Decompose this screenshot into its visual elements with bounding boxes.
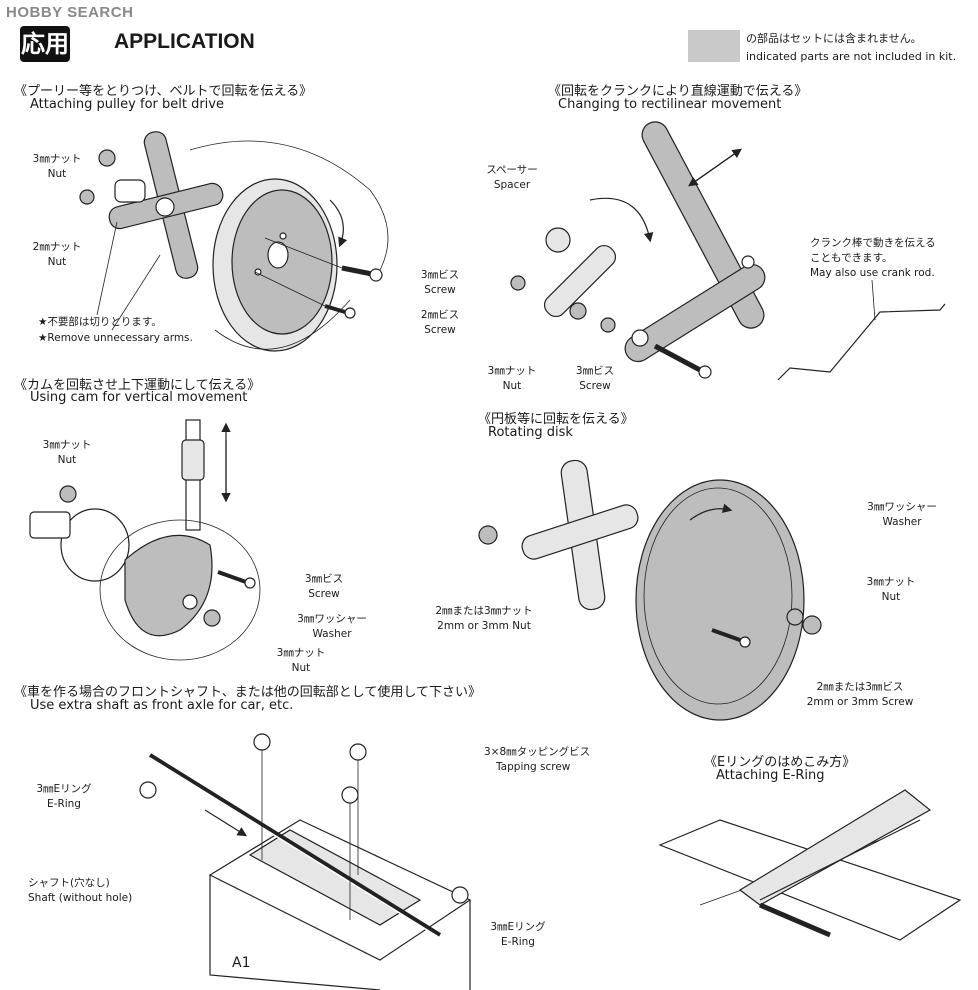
pulley-nut3-jp: 3㎜ナット [32, 153, 82, 165]
shaft-title-jp: 《車を作る場合のフロントシャフト、または他の回転部として使用して下さい》 [14, 685, 481, 700]
pulley-note-jp: ★不要部は切りとります。 [38, 316, 162, 328]
disk-screw23-en: 2mm or 3mm Screw [806, 696, 914, 708]
disk-washer-en: Washer [882, 516, 922, 528]
pulley-nut3-en: Nut [47, 168, 67, 180]
disk-screw23-label: 2㎜または3㎜ビス 2mm or 3mm Screw [790, 680, 930, 710]
pulley-screw3-jp: 3㎜ビス [420, 269, 460, 281]
crank-illustration [510, 121, 946, 381]
crank-title-jp: 《回転をクランクにより直線運動で伝える》 [548, 84, 808, 99]
pulley-screw2-en: Screw [424, 324, 456, 336]
disk-illustration [478, 459, 822, 721]
crank-rod-label: クランク棒で動きを伝える こともできます。 May also use crank… [810, 236, 936, 281]
disk-washer-label: 3㎜ワッシャー Washer [860, 500, 944, 530]
cam-illustration [29, 419, 261, 661]
application-badge: 応用 [20, 26, 70, 62]
ering-title-jp: 《Eリングのはめこみ方》 [704, 755, 856, 770]
shaft-tap-jp: 3×8㎜タッピングビス [484, 746, 591, 758]
crank-rod-jp2: こともできます。 [810, 252, 893, 264]
shaft-ering-right-en: E-Ring [501, 936, 535, 948]
shaft-ering-left-jp: 3㎜Eリング [36, 783, 92, 795]
pulley-screw3-label: 3㎜ビス Screw [410, 268, 470, 298]
part-a1-label: A1 [232, 955, 251, 971]
crank-spacer-label: スペーサー Spacer [482, 163, 542, 193]
cam-title-jp: 《カムを回転させ上下運動にして伝える》 [14, 378, 261, 393]
pulley-screw2-label: 2㎜ビス Screw [410, 308, 470, 338]
disk-nut23-jp: 2㎜または3㎜ナット [435, 605, 533, 617]
crank-spacer-en: Spacer [493, 179, 531, 191]
cam-nut-bottom-label: 3㎜ナット Nut [266, 646, 336, 676]
shaft-ering-right-label: 3㎜Eリング E-Ring [478, 920, 558, 950]
shaft-ering-left-en: E-Ring [47, 798, 81, 810]
crank-screw-label: 3㎜ビス Screw [560, 364, 630, 394]
disk-washer-jp: 3㎜ワッシャー [867, 501, 937, 513]
pulley-title-en: Attaching pulley for belt drive [30, 97, 224, 112]
cam-screw-en: Screw [308, 588, 340, 600]
disk-nut-label: 3㎜ナット Nut [856, 575, 926, 605]
cam-washer-jp: 3㎜ワッシャー [297, 613, 367, 625]
crank-rod-jp1: クランク棒で動きを伝える [810, 237, 936, 249]
cam-nut-bottom-en: Nut [291, 662, 311, 674]
disk-nut-en: Nut [881, 591, 901, 603]
shaft-title-en: Use extra shaft as front axle for car, e… [30, 698, 294, 713]
pulley-note-en: ★Remove unnecessary arms. [38, 332, 193, 344]
cam-washer-label: 3㎜ワッシャー Washer [290, 612, 374, 642]
crank-title-en: Changing to rectilinear movement [558, 97, 782, 112]
page-title: APPLICATION [114, 30, 255, 53]
disk-nut23-label: 2㎜または3㎜ナット 2mm or 3mm Nut [424, 604, 544, 634]
cam-nut-top-jp: 3㎜ナット [42, 439, 92, 451]
crank-spacer-jp: スペーサー [486, 164, 538, 176]
pulley-screw2-jp: 2㎜ビス [420, 309, 460, 321]
pulley-nut2-label: 2㎜ナット Nut [22, 240, 92, 270]
disk-title-jp: 《円板等に回転を伝える》 [478, 412, 634, 427]
pulley-nut2-en: Nut [47, 256, 67, 268]
cam-nut-top-label: 3㎜ナット Nut [32, 438, 102, 468]
cam-nut-top-en: Nut [57, 454, 77, 466]
pulley-nut2-jp: 2㎜ナット [32, 241, 82, 253]
ering-title-en: Attaching E-Ring [716, 768, 825, 783]
watermark: HOBBY SEARCH [6, 4, 134, 21]
pulley-nut3-label: 3㎜ナット Nut [22, 152, 92, 182]
legend-text-jp: の部品はセットには含まれません。 [746, 32, 922, 45]
disk-screw23-jp: 2㎜または3㎜ビス [816, 681, 904, 693]
shaft-ering-left-label: 3㎜Eリング E-Ring [24, 782, 104, 812]
cam-title-en: Using cam for vertical movement [30, 390, 248, 405]
legend-text-en: indicated parts are not included in kit. [746, 50, 957, 63]
crank-nut-jp: 3㎜ナット [487, 365, 537, 377]
crank-nut-en: Nut [502, 380, 522, 392]
shaft-en: Shaft (without hole) [28, 892, 133, 904]
ering-illustration [658, 789, 962, 941]
crank-screw-en: Screw [579, 380, 611, 392]
disk-title-en: Rotating disk [488, 425, 573, 440]
crank-nut-label: 3㎜ナット Nut [477, 364, 547, 394]
pulley-illustration [79, 131, 389, 352]
disk-nut-jp: 3㎜ナット [866, 576, 916, 588]
shaft-tap-label: 3×8㎜タッピングビス Tapping screw [484, 745, 590, 775]
cam-screw-label: 3㎜ビス Screw [294, 572, 354, 602]
pulley-title-jp: 《プーリー等をとりつけ、ベルトで回転を伝える》 [14, 84, 313, 99]
crank-screw-jp: 3㎜ビス [575, 365, 615, 377]
disk-nut23-en: 2mm or 3mm Nut [437, 620, 531, 632]
cam-screw-jp: 3㎜ビス [304, 573, 344, 585]
cam-nut-bottom-jp: 3㎜ナット [276, 647, 326, 659]
shaft-illustration [139, 733, 472, 990]
legend-swatch [688, 30, 740, 62]
shaft-jp: シャフト(穴なし) [28, 877, 110, 889]
pulley-screw3-en: Screw [424, 284, 456, 296]
shaft-label: シャフト(穴なし) Shaft (without hole) [28, 876, 132, 906]
shaft-ering-right-jp: 3㎜Eリング [490, 921, 546, 933]
shaft-tap-en: Tapping screw [496, 761, 571, 773]
crank-rod-en: May also use crank rod. [810, 267, 935, 279]
cam-washer-en: Washer [312, 628, 352, 640]
